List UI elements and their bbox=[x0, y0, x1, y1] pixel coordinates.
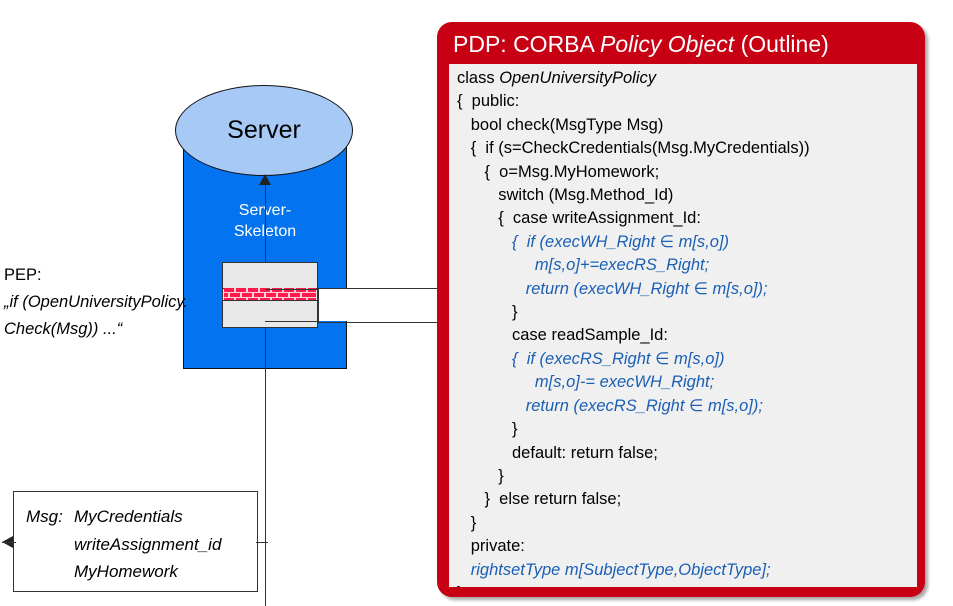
code-line: } bbox=[457, 303, 518, 322]
code-line: switch (Msg.Method_Id) bbox=[457, 186, 674, 205]
pdp-title-prefix: PDP: CORBA bbox=[453, 31, 600, 57]
code-line: class OpenUniversityPolicy bbox=[457, 67, 917, 90]
message-value-2: MyHomework bbox=[74, 562, 178, 581]
message-to-server-connector bbox=[256, 542, 268, 543]
code-line: { case writeAssignment_Id: bbox=[457, 209, 701, 228]
pdp-title-italic: Policy Object bbox=[599, 31, 735, 57]
code-line-italic: OpenUniversityPolicy bbox=[499, 69, 656, 87]
code-line: } bbox=[457, 513, 477, 532]
server-skeleton-label-line1: Server- bbox=[238, 202, 292, 219]
pep-annotation: PEP: „if (OpenUniversityPolicy. Check(Ms… bbox=[4, 262, 239, 343]
pep-quote-line2: Check(Msg)) ...“ bbox=[4, 320, 123, 338]
message-box bbox=[13, 491, 258, 592]
callout-notch-bottom bbox=[265, 321, 319, 322]
code-line: } bbox=[457, 466, 504, 485]
firewall-upper-segment bbox=[222, 262, 318, 290]
message-content: Msg: MyCredentials writeAssignment_id MyH… bbox=[26, 503, 256, 586]
server-skeleton-label-line2: Skeleton bbox=[233, 223, 297, 240]
code-line: bool check(MsgType Msg) bbox=[457, 115, 664, 134]
code-line: rightsetType m[SubjectType,ObjectType]; bbox=[457, 560, 771, 579]
request-flow-line bbox=[265, 176, 266, 606]
firewall-brick-row bbox=[223, 288, 317, 292]
callout-notch-top bbox=[265, 289, 319, 290]
code-line: { if (s=CheckCredentials(Msg.MyCredentia… bbox=[457, 139, 810, 158]
message-value-1: writeAssignment_id bbox=[74, 534, 222, 554]
code-line: } bbox=[457, 420, 518, 439]
code-line: { o=Msg.MyHomework; bbox=[457, 162, 660, 181]
server-label: Server bbox=[227, 116, 301, 144]
code-lines: class OpenUniversityPolicy { public: bool… bbox=[457, 67, 917, 587]
code-line: } bbox=[457, 582, 917, 587]
pep-label: PEP: bbox=[4, 266, 42, 284]
callout-fill bbox=[318, 289, 437, 321]
message-inbound-line bbox=[2, 542, 16, 543]
code-line: return (execWH_Right ∈ m[s,o]); bbox=[457, 279, 768, 298]
firewall-brick-row bbox=[223, 293, 317, 297]
code-line: { public: bbox=[457, 92, 520, 111]
code-line: m[s,o]+=execRS_Right; bbox=[457, 256, 710, 275]
code-line: { if (execRS_Right ∈ m[s,o]) bbox=[457, 349, 725, 368]
code-line: { if (execWH_Right ∈ m[s,o]) bbox=[457, 232, 730, 251]
code-line: default: return false; bbox=[457, 443, 658, 462]
pdp-title: PDP: CORBA Policy Object (Outline) bbox=[453, 31, 923, 58]
code-line: private: bbox=[457, 537, 525, 556]
code-line-text: class bbox=[457, 69, 500, 87]
firewall-icon bbox=[222, 262, 318, 328]
code-line: return (execRS_Right ∈ m[s,o]); bbox=[457, 396, 763, 415]
pep-quote-line1: „if (OpenUniversityPolicy. bbox=[4, 293, 188, 311]
code-line: case readSample_Id: bbox=[457, 326, 668, 345]
code-line: m[s,o]-= execWH_Right; bbox=[457, 373, 715, 392]
code-line: } else return false; bbox=[457, 490, 622, 509]
message-value-0: MyCredentials bbox=[74, 507, 183, 526]
server-skeleton-label: Server- Skeleton bbox=[183, 200, 347, 242]
message-key: Msg: bbox=[26, 507, 63, 526]
pdp-title-suffix: (Outline) bbox=[734, 31, 829, 57]
firewall-lower-segment bbox=[222, 300, 318, 328]
request-flow-arrowhead bbox=[259, 174, 271, 185]
pdp-code-block: class OpenUniversityPolicy { public: bool… bbox=[449, 64, 917, 587]
server-top-ellipse: Server bbox=[175, 85, 353, 176]
